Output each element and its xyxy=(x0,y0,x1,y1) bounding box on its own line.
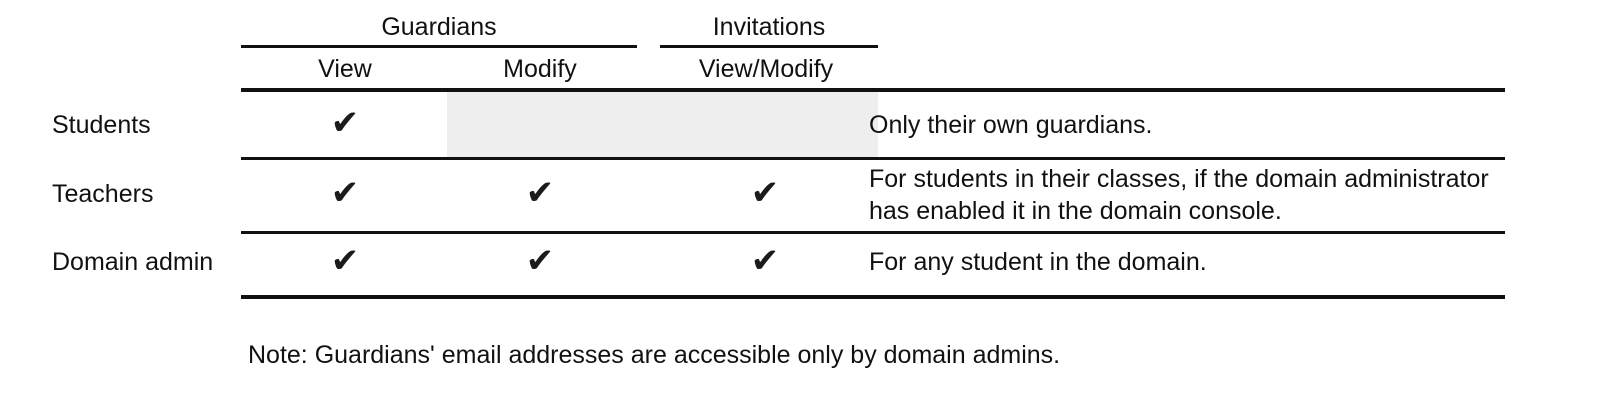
check-icon-domain-admin-invitations-view-modify: ✔ xyxy=(750,241,780,281)
description-students-line-1: Only their own guardians. xyxy=(869,111,1153,139)
table-note: Note: Guardians' email addresses are acc… xyxy=(248,341,1061,369)
description-domain-admin-line-1: For any student in the domain. xyxy=(869,248,1207,276)
check-icon-teachers-guardians-modify: ✔ xyxy=(525,173,555,213)
group-header-band: Guardians Invitations xyxy=(0,12,1600,50)
description-students: Only their own guardians. xyxy=(869,109,1519,141)
description-teachers-line-1: For students in their classes, if the do… xyxy=(869,165,1489,193)
description-teachers-line-2: has enabled it in the domain console. xyxy=(869,197,1282,225)
row-label-students: Students xyxy=(52,111,151,139)
check-icon-teachers-invitations-view-modify: ✔ xyxy=(750,173,780,213)
table-rule-bottom xyxy=(241,295,1505,299)
group-rule-invitations xyxy=(660,45,878,48)
check-icon-domain-admin-guardians-view: ✔ xyxy=(330,241,360,281)
description-teachers: For students in their classes, if the do… xyxy=(869,163,1519,227)
row-label-teachers: Teachers xyxy=(52,180,154,208)
description-domain-admin: For any student in the domain. xyxy=(869,246,1519,278)
group-rule-guardians xyxy=(241,45,637,48)
group-header-invitations: Invitations xyxy=(712,13,826,41)
check-icon-teachers-guardians-view: ✔ xyxy=(330,173,360,213)
column-header-view: View xyxy=(318,55,372,83)
table-rule-after-teachers xyxy=(241,231,1505,234)
group-header-guardians: Guardians xyxy=(381,13,497,41)
table-rule-after-students xyxy=(241,157,1505,160)
disabled-cell-students-modify-invitations xyxy=(447,92,878,157)
check-icon-domain-admin-guardians-modify: ✔ xyxy=(525,241,555,281)
table-rule-top xyxy=(241,88,1505,92)
row-label-domain-admin: Domain admin xyxy=(52,248,214,276)
column-header-view-modify: View/Modify xyxy=(698,55,834,83)
column-header-modify: Modify xyxy=(503,55,577,83)
check-icon-students-guardians-view: ✔ xyxy=(330,103,360,143)
